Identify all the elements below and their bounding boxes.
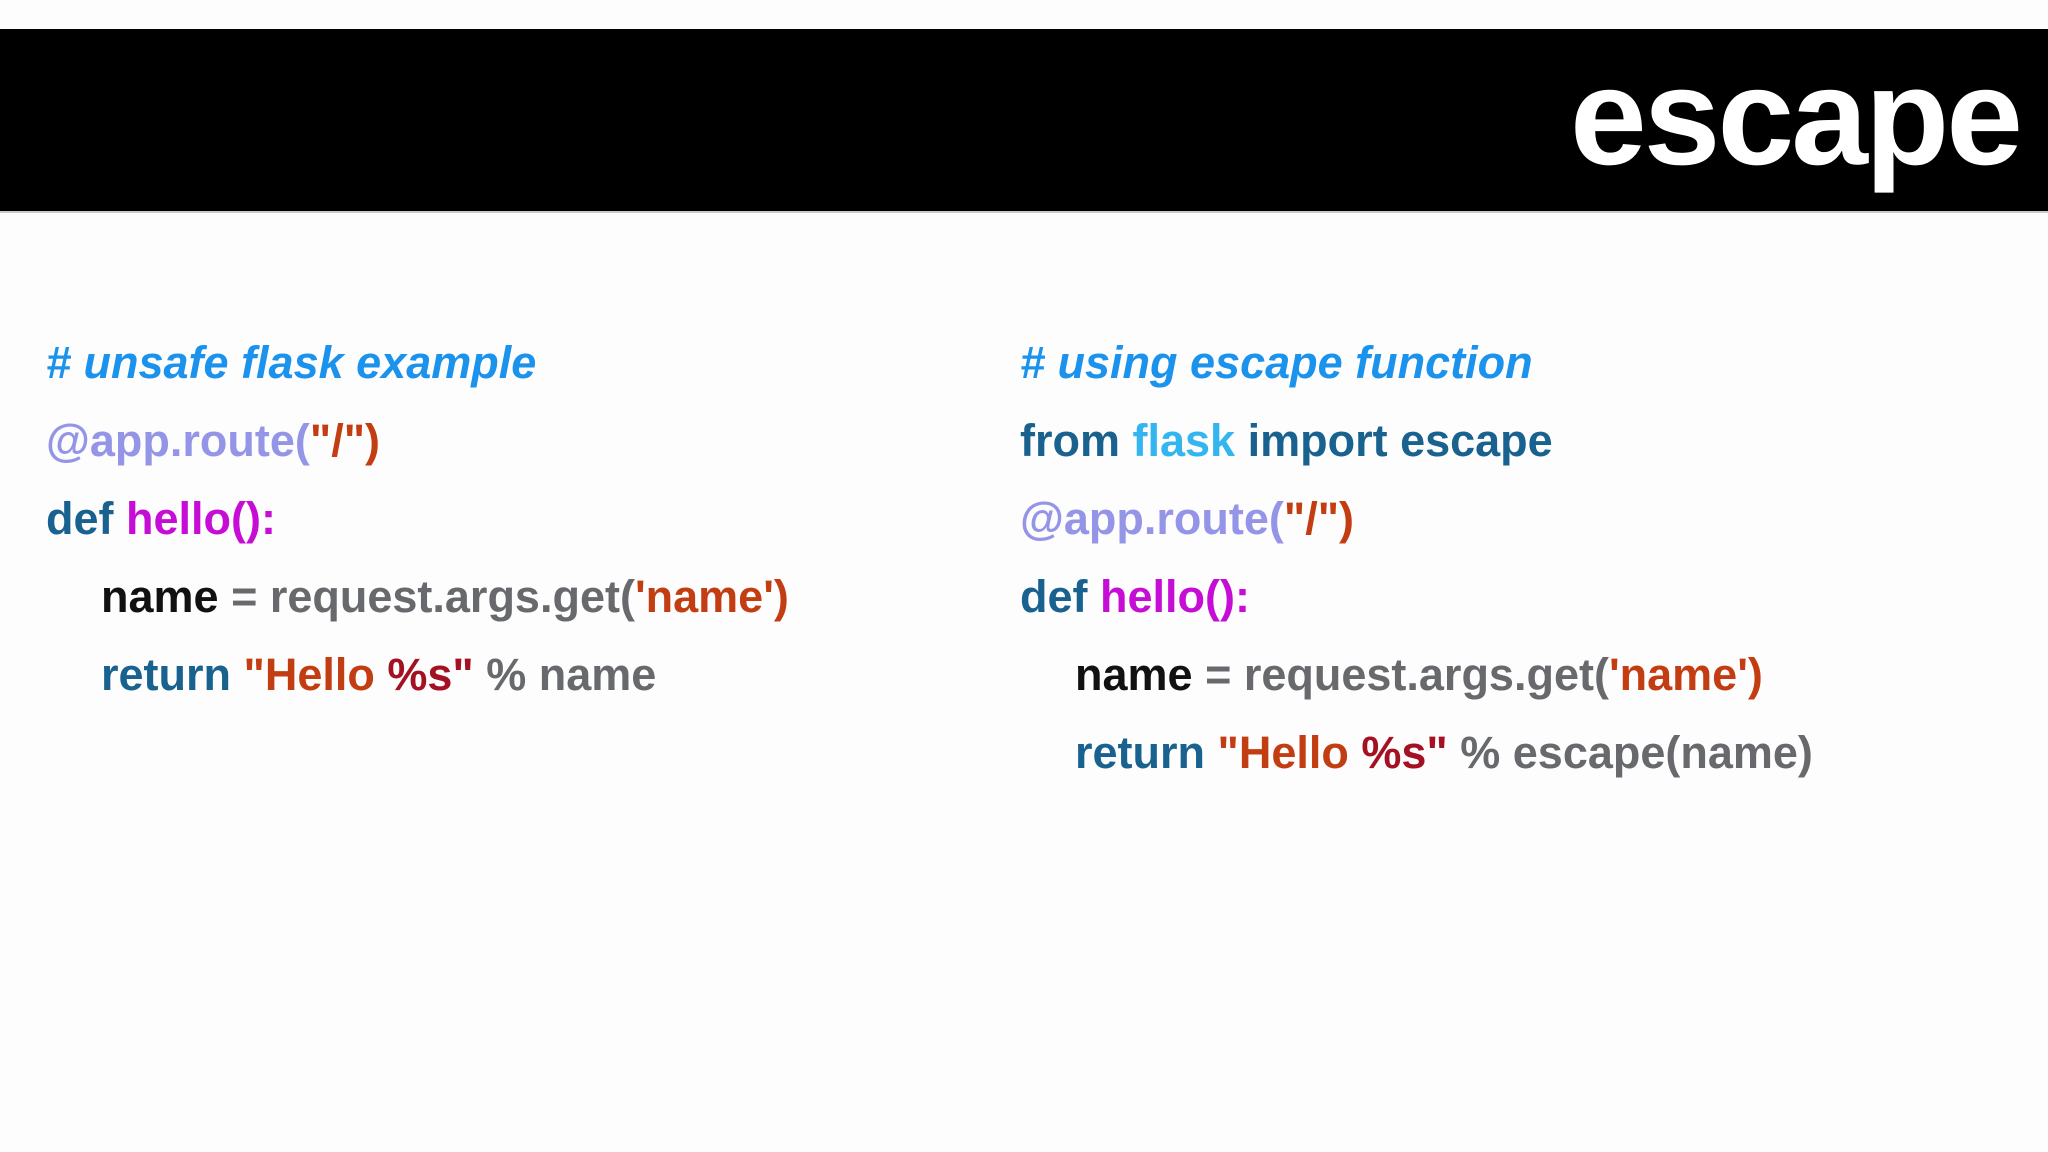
code-token-string: "Hello: [1217, 727, 1362, 778]
code-token-string: 'name'): [634, 571, 789, 622]
code-token-keyword: def: [46, 493, 127, 544]
code-token-string: "/"): [309, 415, 381, 466]
code-token-var: name: [101, 571, 219, 622]
code-token-format: %s": [387, 649, 474, 700]
code-line: # using escape function: [1020, 324, 1813, 402]
code-token-string: "Hello: [243, 649, 388, 700]
code-line: name = request.args.get('name'): [1020, 636, 1813, 714]
code-line: name = request.args.get('name'): [46, 558, 789, 636]
code-line: @app.route("/"): [1020, 480, 1813, 558]
code-token-plain: % escape(name): [1447, 727, 1813, 778]
code-token-plain: = request.args.get(: [1192, 649, 1609, 700]
code-token-comment: # using escape function: [1020, 337, 1533, 388]
code-line: from flask import escape: [1020, 402, 1813, 480]
code-token-plain: % name: [473, 649, 657, 700]
code-line: # unsafe flask example: [46, 324, 789, 402]
code-line: return "Hello %s" % name: [46, 636, 789, 714]
code-block-unsafe-flask-example: # unsafe flask example@app.route("/")def…: [46, 324, 789, 714]
code-token-string: "/"): [1283, 493, 1355, 544]
code-line: def hello():: [1020, 558, 1813, 636]
code-token-keyword: from: [1020, 415, 1133, 466]
code-line: @app.route("/"): [46, 402, 789, 480]
code-token-funcname: hello():: [1100, 571, 1250, 622]
code-line: def hello():: [46, 480, 789, 558]
code-token-funcname: hello():: [126, 493, 276, 544]
code-token-comment: # unsafe flask example: [46, 337, 537, 388]
code-token-keyword: return: [101, 649, 244, 700]
code-block-using-escape-function: # using escape function from flask import…: [1020, 324, 1813, 792]
code-token-decorator: @app.route(: [46, 415, 310, 466]
slide-title: escape: [1569, 40, 2023, 194]
code-line: return "Hello %s" % escape(name): [1020, 714, 1813, 792]
code-token-var: name: [1075, 649, 1193, 700]
title-bar: escape: [0, 29, 2048, 213]
code-token-keyword: return: [1075, 727, 1218, 778]
code-token-module: flask: [1132, 415, 1236, 466]
code-token-keyword: import escape: [1235, 415, 1553, 466]
code-token-string: 'name'): [1608, 649, 1763, 700]
code-token-decorator: @app.route(: [1020, 493, 1284, 544]
code-token-plain: = request.args.get(: [218, 571, 635, 622]
code-token-keyword: def: [1020, 571, 1101, 622]
code-token-format: %s": [1361, 727, 1448, 778]
